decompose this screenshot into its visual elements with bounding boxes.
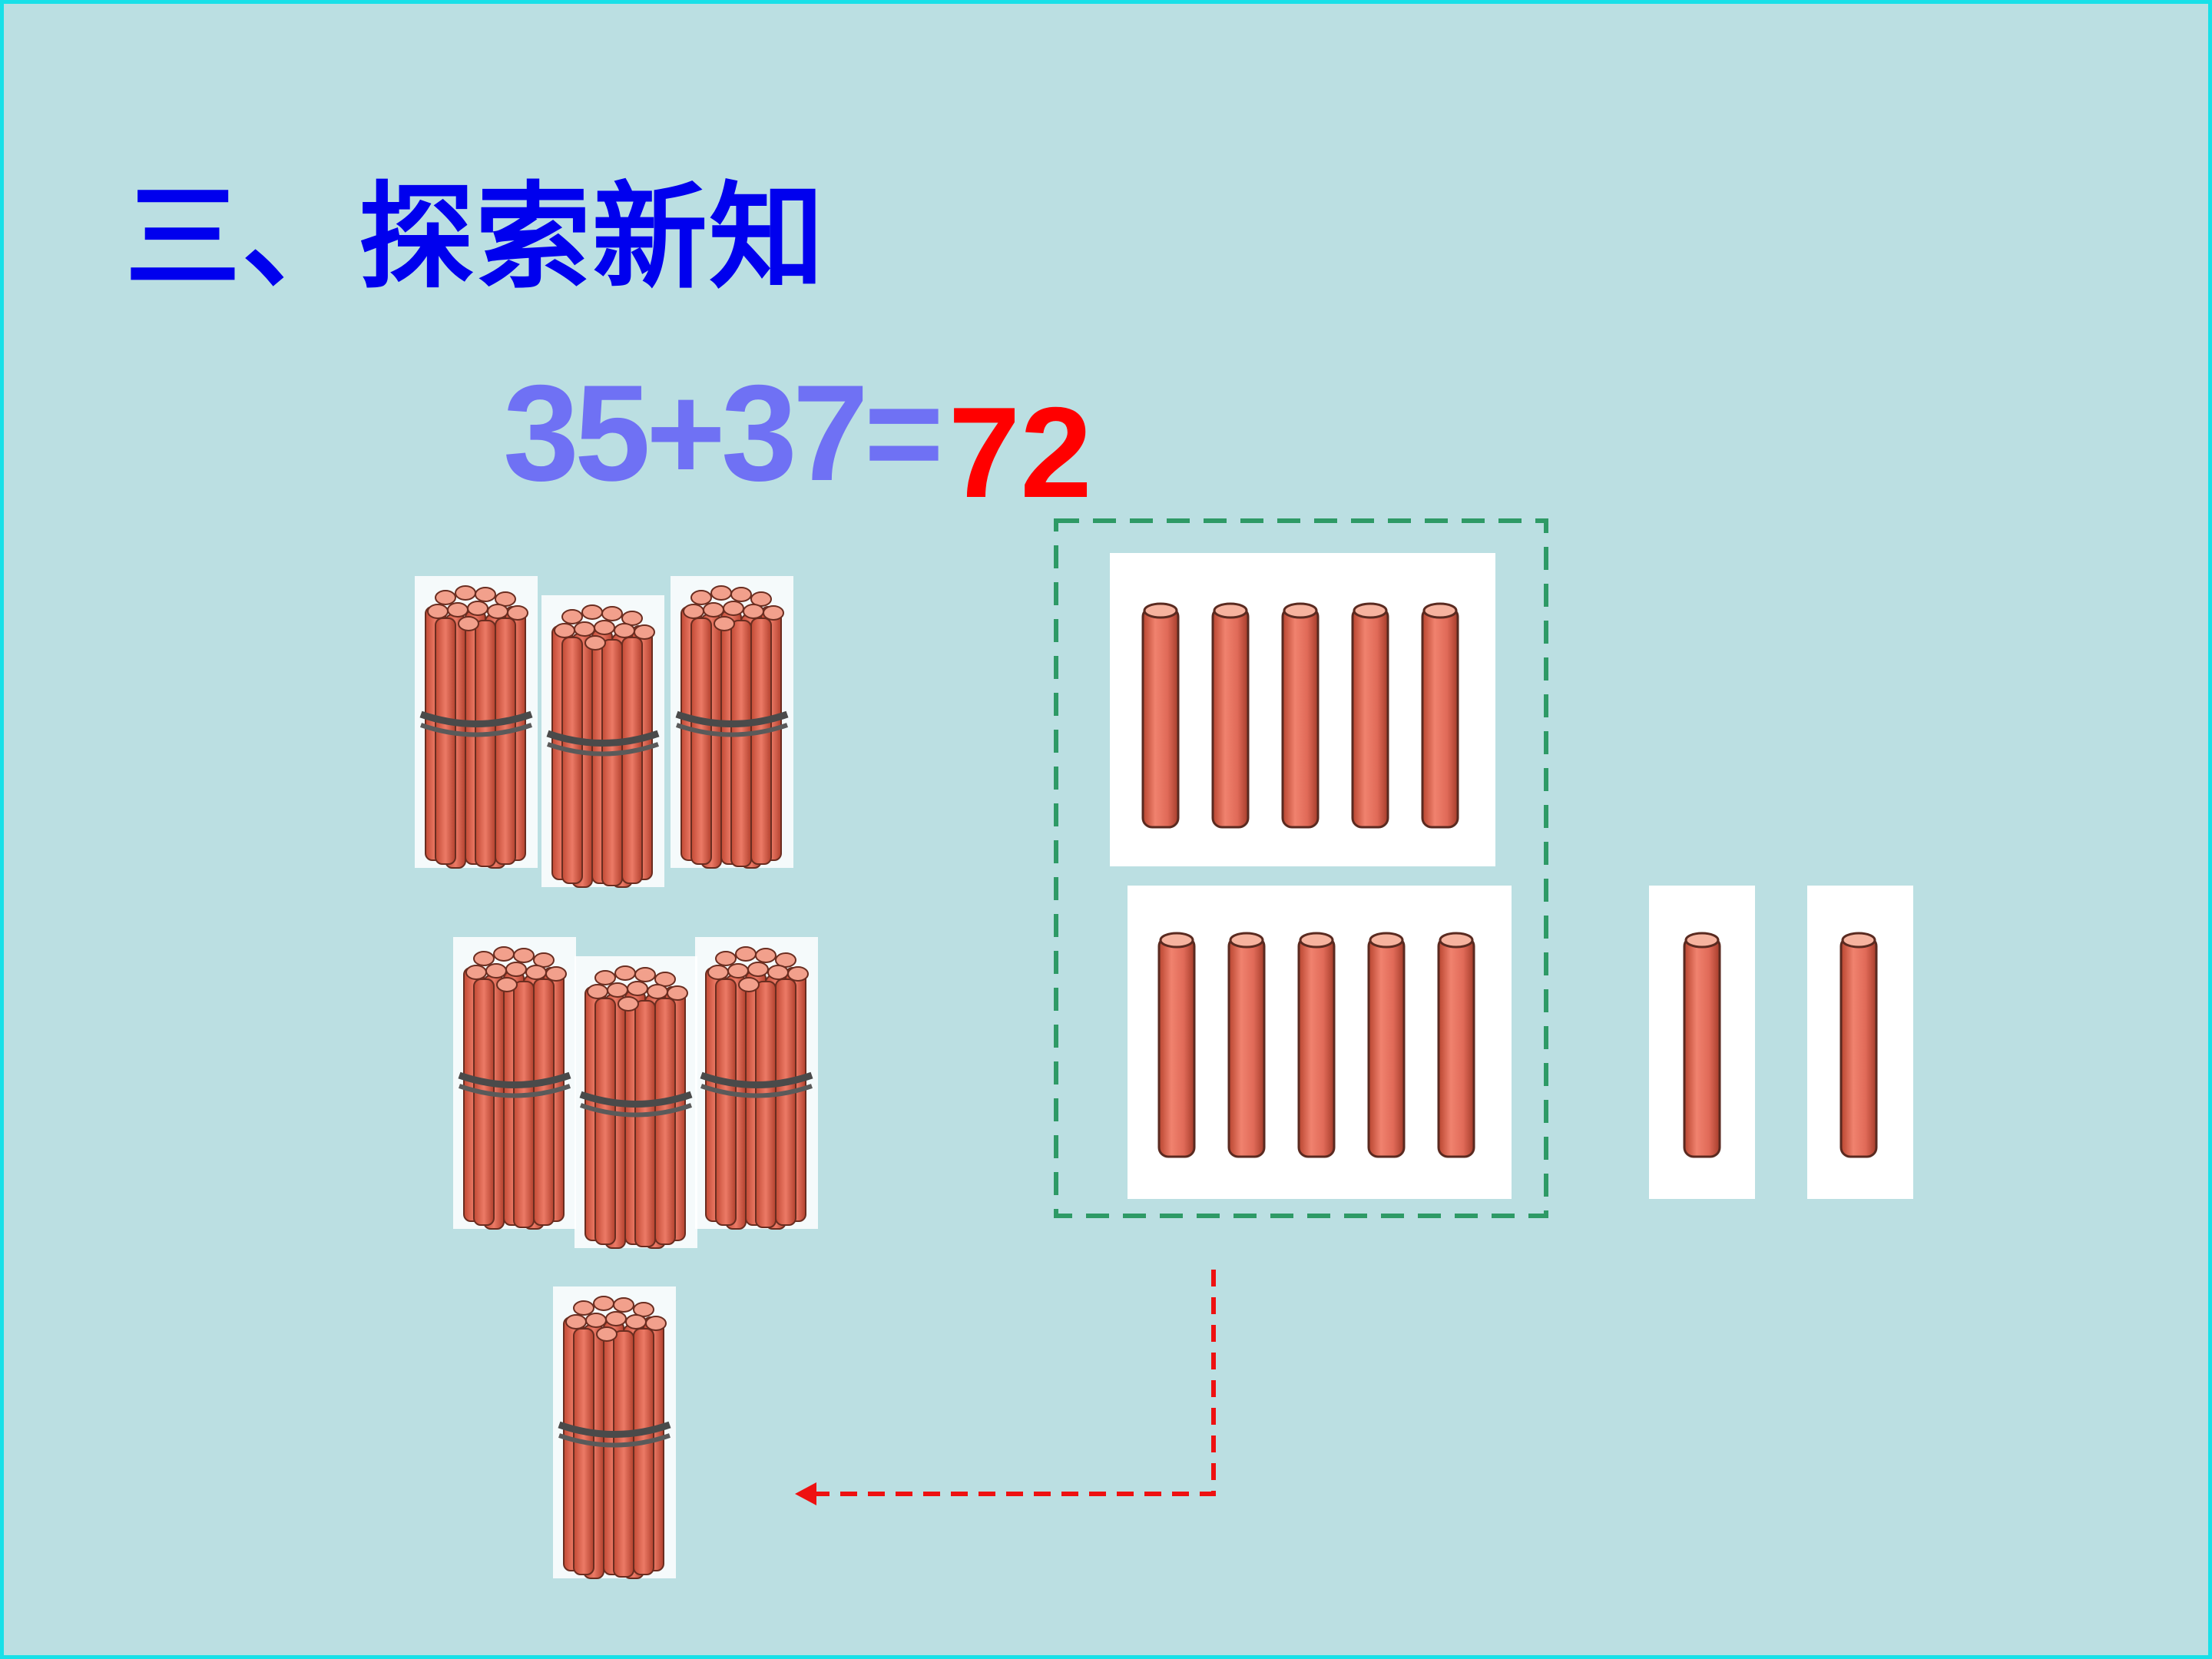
single-stick-icon [1141,600,1180,833]
single-stick-icon [1351,600,1389,833]
single-stick-icon [1157,929,1196,1163]
dashed-arrow-left-icon [810,1270,1216,1496]
bundle-of-ten-sticks-icon [415,576,538,868]
arrow-head-icon [795,1482,816,1505]
bundles-row-37 [453,937,818,1248]
bundle-of-ten-sticks-icon [575,956,697,1248]
single-stick-icon [1437,929,1475,1163]
equation-expression: 35+37= [503,356,944,509]
single-stick-icon [1211,600,1250,833]
bundle-of-ten-sticks-icon [695,937,818,1229]
new-bundle-of-ten-icon [553,1286,676,1578]
equation: 35+37=72 [503,365,1092,518]
page-title: 三、探索新知 [125,171,826,305]
single-stick-icon [1421,600,1459,833]
single-stick-icon [1227,929,1266,1163]
single-stick-icon [1367,929,1406,1163]
illustration [4,518,1913,1659]
single-stick-icon [1297,929,1336,1163]
bundles-row-35 [415,576,793,887]
bundle-of-ten-sticks-icon [671,576,793,868]
bundle-of-ten-sticks-icon [453,937,576,1229]
single-stick-icon [1839,929,1878,1163]
single-stick-icon [1683,929,1721,1163]
bundle-of-ten-sticks-icon [541,595,664,887]
single-stick-icon [1281,600,1320,833]
equation-answer: 72 [948,380,1092,525]
